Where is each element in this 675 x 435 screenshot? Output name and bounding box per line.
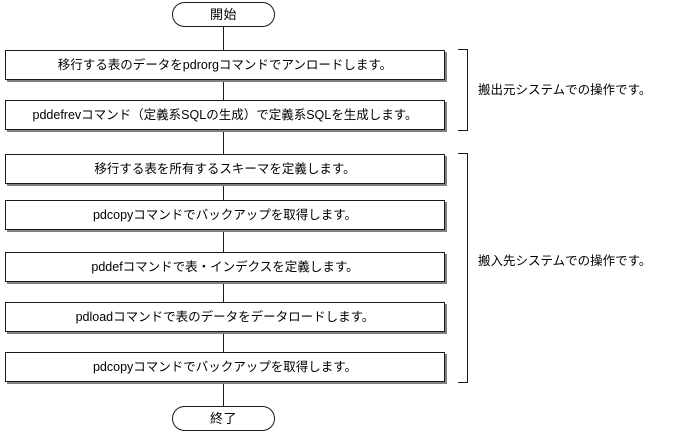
connector-step6-to-step7	[223, 332, 224, 352]
connector-step3-to-step4	[223, 184, 224, 200]
process-box-1: 移行する表のデータをpdrorgコマンドでアンロードします。	[5, 50, 445, 80]
group-label-source-text: 搬出元システムでの操作です。	[478, 83, 652, 97]
connector-step2-to-step3	[223, 130, 224, 154]
process-box-2-label: pddefrevコマンド（定義系SQLの生成）で定義系SQLを生成します。	[32, 107, 418, 122]
group-bracket-source	[458, 49, 468, 131]
end-terminal-label: 終了	[209, 411, 237, 426]
process-box-3-label: 移行する表を所有するスキーマを定義します。	[94, 161, 356, 176]
start-terminal: 開始	[172, 2, 275, 27]
process-box-2: pddefrevコマンド（定義系SQLの生成）で定義系SQLを生成します。	[5, 100, 445, 130]
group-label-source: 搬出元システムでの操作です。	[478, 84, 651, 97]
process-box-6: pdloadコマンドで表のデータをデータロードします。	[5, 302, 445, 332]
group-label-target-text: 搬入先システムでの操作です。	[478, 254, 652, 268]
group-label-target: 搬入先システムでの操作です。	[478, 255, 651, 268]
end-terminal: 終了	[172, 406, 275, 431]
process-box-6-label: pdloadコマンドで表のデータをデータロードします。	[75, 309, 375, 324]
connector-step4-to-step5	[223, 230, 224, 252]
connector-step5-to-step6	[223, 282, 224, 302]
connector-start-to-step1	[223, 27, 224, 50]
connector-step1-to-step2	[223, 80, 224, 100]
connector-step7-to-end	[223, 382, 224, 406]
process-box-4: pdcopyコマンドでバックアップを取得します。	[5, 200, 445, 230]
process-box-5-label: pddefコマンドで表・インデクスを定義します。	[91, 259, 359, 274]
start-terminal-label: 開始	[209, 7, 237, 22]
group-bracket-target	[458, 153, 468, 383]
process-box-7: pdcopyコマンドでバックアップを取得します。	[5, 352, 445, 382]
process-box-7-label: pdcopyコマンドでバックアップを取得します。	[92, 359, 358, 374]
process-box-3: 移行する表を所有するスキーマを定義します。	[5, 154, 445, 184]
process-box-4-label: pdcopyコマンドでバックアップを取得します。	[92, 207, 358, 222]
process-box-1-label: 移行する表のデータをpdrorgコマンドでアンロードします。	[57, 57, 393, 72]
process-box-5: pddefコマンドで表・インデクスを定義します。	[5, 252, 445, 282]
